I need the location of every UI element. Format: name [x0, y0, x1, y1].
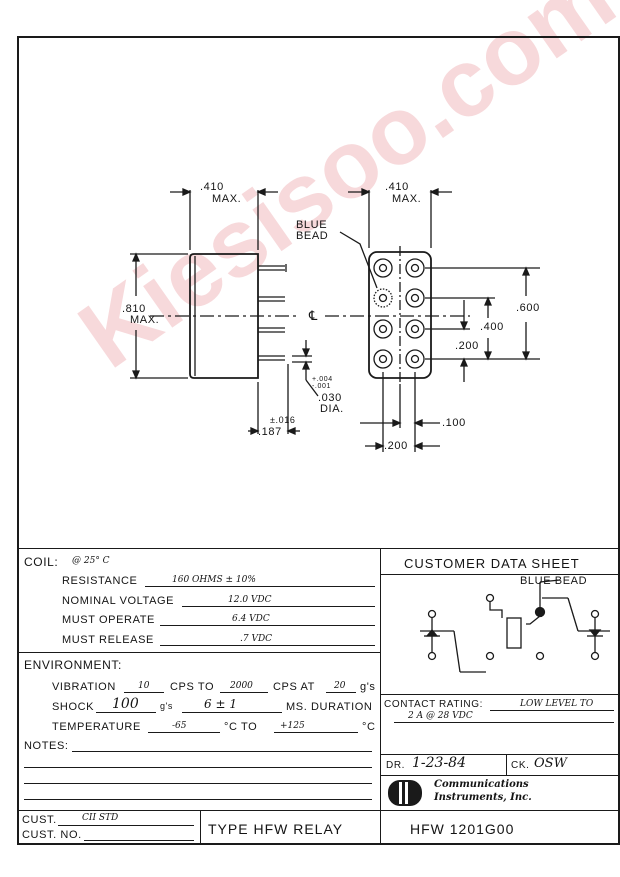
vibration-min-line — [124, 692, 164, 693]
contact-rating-line-2 — [394, 722, 614, 723]
vibration-label: VIBRATION — [52, 681, 116, 693]
title-block-top-rule — [17, 548, 620, 549]
notes-line-4 — [24, 799, 372, 800]
nominal-line — [182, 606, 375, 607]
ck-label: CK. — [511, 760, 530, 771]
duration-line — [182, 712, 282, 713]
temperature-label: TEMPERATURE — [52, 721, 141, 733]
must-operate-value: 6.4 VDC — [232, 614, 270, 624]
cust-no-line — [84, 840, 194, 841]
dim-600: .600 — [516, 302, 540, 314]
coil-title: COIL: — [24, 555, 59, 569]
temp-max: +125 — [280, 721, 305, 731]
part-number: HFW 1201G00 — [410, 821, 515, 837]
bottom-row-rule — [17, 810, 620, 811]
nominal-value: 12.0 VDC — [228, 595, 272, 605]
contact-rating-value-1: LOW LEVEL TO — [520, 699, 594, 709]
dim-200-vertical: .200 — [455, 340, 479, 352]
temp-min-line — [148, 732, 220, 733]
relay-type: TYPE HFW RELAY — [208, 821, 344, 837]
resistance-value: 160 OHMS ± 10% — [172, 575, 256, 585]
notes-label: NOTES: — [24, 740, 69, 752]
contact-rating-rule — [380, 694, 620, 695]
side-height-dim: .810 — [122, 303, 146, 315]
dr-label: DR. — [386, 760, 406, 771]
coil-env-rule — [17, 652, 380, 653]
vibration-g-unit: g's — [360, 681, 376, 693]
must-release-line — [160, 645, 375, 646]
side-width-max: MAX. — [212, 193, 242, 205]
dim-400: .400 — [480, 321, 504, 333]
contact-schematic — [420, 579, 610, 673]
shock-line — [96, 712, 156, 713]
cust-value: CII STD — [82, 813, 119, 823]
vibration-max: 2000 — [230, 681, 253, 691]
pin-dia-tol-plus: +.004 — [312, 376, 333, 383]
shock-label: SHOCK — [52, 701, 95, 713]
duration-label: MS. DURATION — [286, 701, 373, 713]
resistance-line — [145, 586, 375, 587]
cust-label: CUST. — [22, 814, 57, 826]
contact-rating-line-1 — [490, 710, 614, 711]
company-name-line-2: Instruments, Inc. — [434, 792, 532, 803]
pin-length-tol: ±.016 — [270, 415, 296, 425]
must-operate-label: MUST OPERATE — [62, 614, 155, 626]
notes-line-3 — [24, 783, 372, 784]
must-operate-line — [160, 625, 375, 626]
bottom-width-max: MAX. — [392, 193, 422, 205]
cust-line — [58, 825, 194, 826]
blue-bead-label-2: BEAD — [296, 230, 329, 242]
dr-ck-divider — [506, 754, 507, 775]
data-sheet-title-rule — [380, 574, 620, 575]
dr-value: 1-23-84 — [412, 755, 466, 771]
vibration-min: 10 — [138, 681, 150, 691]
vibration-g: 20 — [334, 681, 346, 691]
notes-line-1 — [72, 751, 372, 752]
dr-row-bottom-rule — [380, 775, 620, 776]
dr-row-top-rule — [380, 754, 620, 755]
temp-max-line — [274, 732, 358, 733]
resistance-label: RESISTANCE — [62, 575, 138, 587]
cps-to: CPS TO — [170, 681, 215, 693]
side-width-dim: .410 — [200, 181, 224, 193]
shock-unit: g's — [160, 701, 174, 711]
dim-200-horizontal: .200 — [384, 440, 408, 452]
cust-no-label: CUST. NO. — [22, 829, 82, 841]
shock-value: 100 — [112, 696, 139, 712]
contact-rating-value-2: 2 A @ 28 VDC — [408, 711, 473, 721]
vibration-g-line — [326, 692, 356, 693]
vibration-max-line — [220, 692, 268, 693]
blue-bead-label-1: BLUE — [296, 219, 328, 231]
title-block-divider — [380, 548, 381, 845]
must-release-value: .7 VDC — [240, 634, 273, 644]
dim-100: .100 — [442, 417, 466, 429]
side-height-max: MAX. — [130, 314, 160, 326]
drawing-sheet — [17, 36, 620, 845]
must-release-label: MUST RELEASE — [62, 634, 154, 646]
duration-value: 6 ± 1 — [204, 697, 237, 711]
centerline-symbol: ℄ — [309, 308, 318, 323]
environment-title: ENVIRONMENT: — [24, 658, 122, 672]
pin-length-dim: .187 — [258, 426, 282, 438]
bottom-width-dim: .410 — [385, 181, 409, 193]
cps-at: CPS AT — [273, 681, 315, 693]
contact-rating-label: CONTACT RATING: — [384, 699, 483, 710]
relay-drawing — [130, 188, 540, 452]
data-sheet-title: CUSTOMER DATA SHEET — [404, 556, 580, 571]
company-logo — [388, 780, 422, 806]
type-divider — [200, 810, 201, 845]
pin-dia-tol-minus: -.001 — [312, 383, 331, 390]
notes-line-2 — [24, 767, 372, 768]
ck-value: OSW — [534, 756, 567, 771]
temp-unit: °C — [362, 721, 376, 733]
company-name-line-1: Communications — [434, 779, 529, 790]
pin-dia-label: DIA. — [320, 403, 344, 415]
pin-dia-dim: .030 — [318, 392, 342, 404]
temp-min: -65 — [172, 721, 187, 731]
nominal-label: NOMINAL VOLTAGE — [62, 595, 175, 607]
temp-to: °C TO — [224, 721, 258, 733]
coil-temp: @ 25° C — [72, 556, 110, 566]
